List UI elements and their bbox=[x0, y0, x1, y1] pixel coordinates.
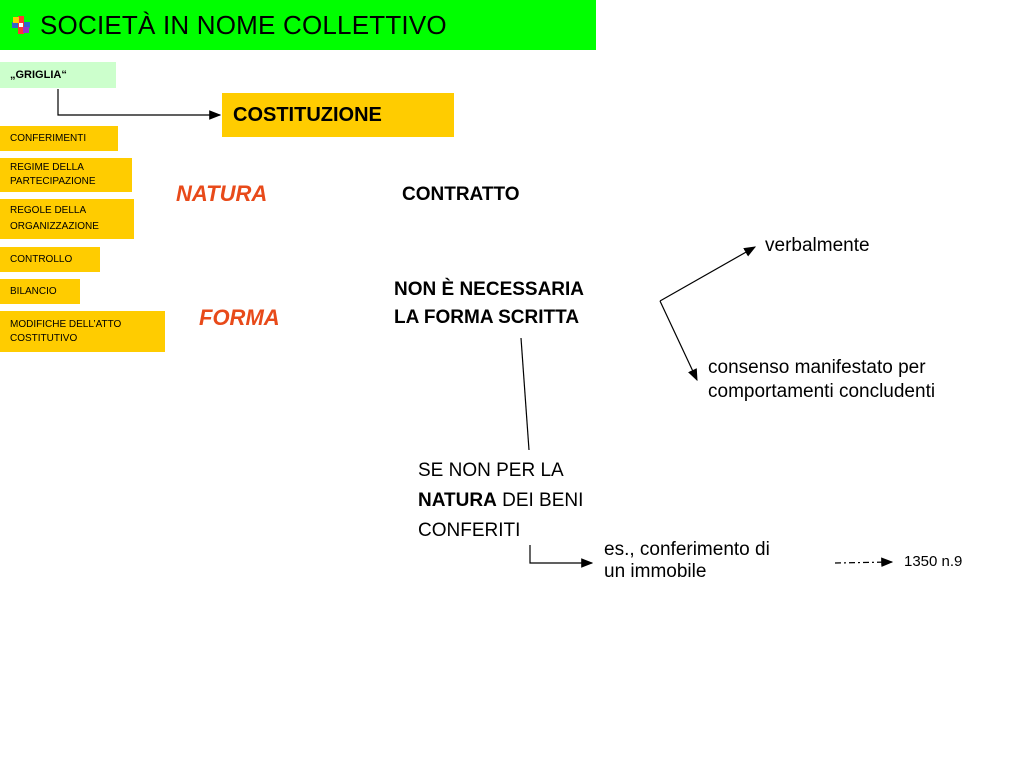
sidebar-item-modifiche-atto[interactable]: MODIFICHE DELL’ATTO COSTITUTIVO bbox=[0, 311, 165, 352]
contratto-label: CONTRATTO bbox=[402, 184, 520, 205]
consenso-arrow bbox=[659, 300, 698, 382]
costituzione-box[interactable]: COSTITUZIONE bbox=[222, 93, 454, 137]
sidebar-item-label: REGOLE DELLA ORGANIZZAZIONE bbox=[10, 205, 99, 232]
griglia-label[interactable]: „GRIGLIA“ bbox=[0, 62, 116, 88]
sidebar-item-bilancio[interactable]: BILANCIO bbox=[0, 279, 80, 304]
page-title: SOCIETÀ IN NOME COLLETTIVO bbox=[40, 9, 447, 40]
esempio-text: es., conferimento di un immobile bbox=[604, 539, 770, 583]
sidebar-item-label: CONTROLLO bbox=[10, 253, 73, 265]
forma-text-line2: LA FORMA SCRITTA bbox=[394, 307, 580, 328]
griglia-arrow bbox=[57, 89, 222, 120]
verbalmente-text: verbalmente bbox=[765, 235, 870, 256]
sidebar-item-controllo[interactable]: CONTROLLO bbox=[0, 247, 100, 272]
forma-text-line1: NON È NECESSARIA bbox=[394, 279, 585, 300]
eccezione-text: SE NON PER LA NATURA DEI BENI CONFERITI bbox=[418, 456, 583, 546]
title-bar: SOCIETÀ IN NOME COLLETTIVO bbox=[0, 0, 596, 50]
esempio-line2: un immobile bbox=[604, 561, 707, 582]
riferimento-arrow bbox=[834, 557, 894, 567]
consenso-line2: comportamenti concludenti bbox=[708, 381, 936, 402]
flag-icon bbox=[10, 14, 32, 36]
consenso-text: consenso manifestato per comportamenti c… bbox=[708, 356, 935, 404]
sidebar-item-label: MODIFICHE DELL’ATTO COSTITUTIVO bbox=[10, 318, 122, 344]
sidebar-item-regole-organizzazione[interactable]: REGOLE DELLA ORGANIZZAZIONE bbox=[0, 199, 134, 239]
eccezione-rest: DEI BENI bbox=[496, 490, 584, 511]
riferimento-text: 1350 n.9 bbox=[904, 553, 963, 570]
forma-eccezione-line bbox=[520, 337, 530, 451]
forma-label: FORMA bbox=[199, 305, 280, 330]
consenso-line1: consenso manifestato per bbox=[708, 357, 926, 378]
eccezione-line1: SE NON PER LA bbox=[418, 460, 564, 481]
esempio-line1: es., conferimento di bbox=[604, 539, 770, 560]
esempio-arrow bbox=[529, 545, 594, 568]
natura-label: NATURA bbox=[176, 181, 268, 206]
sidebar-item-conferimenti[interactable]: CONFERIMENTI bbox=[0, 126, 118, 151]
sidebar-item-regime-partecipazione[interactable]: REGIME DELLA PARTECIPAZIONE bbox=[0, 158, 132, 192]
forma-text: NON È NECESSARIA LA FORMA SCRITTA bbox=[394, 276, 584, 332]
eccezione-line3: CONFERITI bbox=[418, 520, 521, 541]
sidebar-item-label: CONFERIMENTI bbox=[10, 132, 87, 144]
sidebar-item-label: REGIME DELLA PARTECIPAZIONE bbox=[10, 162, 96, 187]
verbalmente-arrow bbox=[659, 246, 757, 302]
eccezione-bold: NATURA bbox=[418, 490, 497, 511]
sidebar-item-label: BILANCIO bbox=[10, 285, 57, 297]
eccezione-line2: NATURA DEI BENI bbox=[418, 486, 583, 516]
